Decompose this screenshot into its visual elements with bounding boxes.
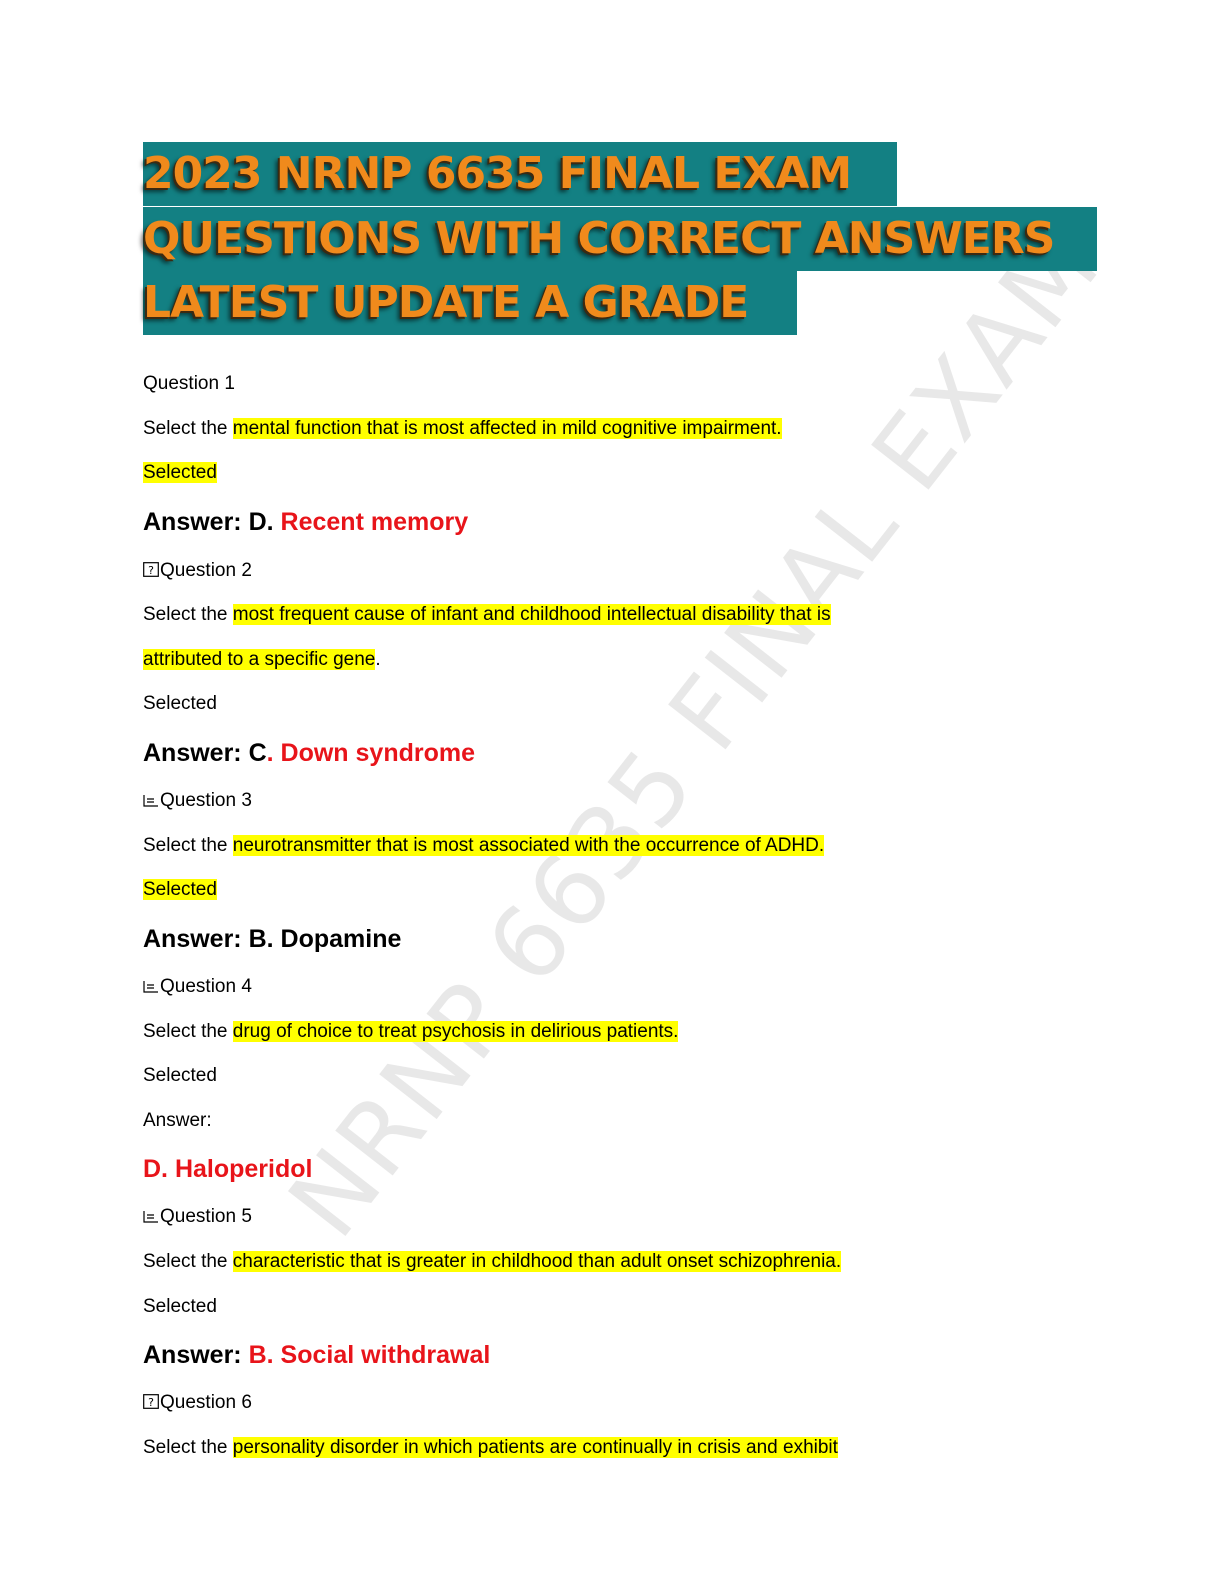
question-2-answer: Answer: C. Down syndrome: [143, 738, 475, 768]
question-4-prompt: Select the drug of choice to treat psych…: [143, 1020, 679, 1044]
question-2-prompt-line-2: attributed to a specific gene.: [143, 648, 381, 672]
question-5-answer: Answer: B. Social withdrawal: [143, 1340, 490, 1370]
question-label-text: Question 5: [160, 1206, 252, 1227]
question-1-answer: Answer: D. Recent memory: [143, 507, 468, 537]
question-label-text: Question 3: [160, 790, 252, 811]
question-3-prompt: Select the neurotransmitter that is most…: [143, 834, 825, 858]
question-6-prompt: Select the personality disorder in which…: [143, 1436, 838, 1460]
checkbox-icon: [143, 978, 159, 993]
prompt-prefix: Select the: [143, 1021, 233, 1042]
selected-label: Selected: [143, 462, 217, 483]
question-label-text: Question 2: [160, 560, 252, 581]
answer-value: Recent memory: [280, 508, 469, 536]
checkbox-icon: ?: [143, 562, 159, 577]
prompt-prefix: Select the: [143, 418, 233, 439]
prompt-prefix: Select the: [143, 1437, 233, 1458]
prompt-prefix: Select the: [143, 1251, 233, 1272]
question-2-label: ? Question 2: [143, 559, 252, 583]
prompt-highlight: drug of choice to treat psychosis in del…: [232, 1021, 679, 1042]
answer-value: B. Social withdrawal: [248, 1341, 491, 1369]
question-1-selected: Selected: [143, 461, 217, 485]
answer-prefix: Answer:: [143, 1341, 249, 1369]
checkbox-icon: ?: [143, 1394, 159, 1409]
question-3-label: Question 3: [143, 789, 252, 813]
question-4-label: Question 4: [143, 975, 252, 999]
question-5-prompt: Select the characteristic that is greate…: [143, 1250, 842, 1274]
question-4-selected: Selected: [143, 1065, 217, 1086]
answer-prefix: Answer: C: [143, 739, 267, 767]
selected-label: Selected: [143, 879, 217, 900]
title-line-1: 2023 NRNP 6635 FINAL EXAM: [143, 142, 897, 206]
prompt-prefix: Select the: [143, 835, 233, 856]
question-4-answer: D. Haloperidol: [143, 1155, 313, 1183]
question-label-text: Question 6: [160, 1392, 252, 1413]
title-line-3: LATEST UPDATE A GRADE: [143, 271, 797, 335]
question-1-label: Question 1: [143, 373, 235, 394]
answer-prefix: Answer: D.: [143, 508, 281, 536]
question-2-prompt-line-1: Select the most frequent cause of infant…: [143, 603, 831, 627]
prompt-highlight: mental function that is most affected in…: [232, 418, 782, 439]
question-1-prompt: Select the mental function that is most …: [143, 417, 782, 441]
question-label-text: Question 4: [160, 976, 252, 997]
checkbox-icon: [143, 792, 159, 807]
checkbox-icon: [143, 1208, 159, 1223]
question-2-selected: Selected: [143, 693, 217, 714]
prompt-prefix: Select the: [143, 604, 233, 625]
prompt-highlight: neurotransmitter that is most associated…: [232, 835, 825, 856]
prompt-suffix: .: [375, 649, 381, 670]
question-5-label: Question 5: [143, 1205, 252, 1229]
svg-text:?: ?: [148, 564, 154, 577]
question-4-answer-label: Answer:: [143, 1110, 212, 1131]
answer-value: . Down syndrome: [266, 739, 476, 767]
svg-text:?: ?: [148, 1396, 154, 1409]
prompt-highlight: most frequent cause of infant and childh…: [232, 604, 831, 625]
question-6-label: ? Question 6: [143, 1391, 252, 1415]
prompt-highlight: attributed to a specific gene: [143, 649, 376, 670]
prompt-highlight: characteristic that is greater in childh…: [232, 1251, 842, 1272]
question-3-answer: Answer: B. Dopamine: [143, 925, 402, 953]
title-line-2: QUESTIONS WITH CORRECT ANSWERS: [143, 207, 1097, 271]
question-5-selected: Selected: [143, 1296, 217, 1317]
question-3-selected: Selected: [143, 878, 217, 902]
prompt-highlight: personality disorder in which patients a…: [232, 1437, 838, 1458]
